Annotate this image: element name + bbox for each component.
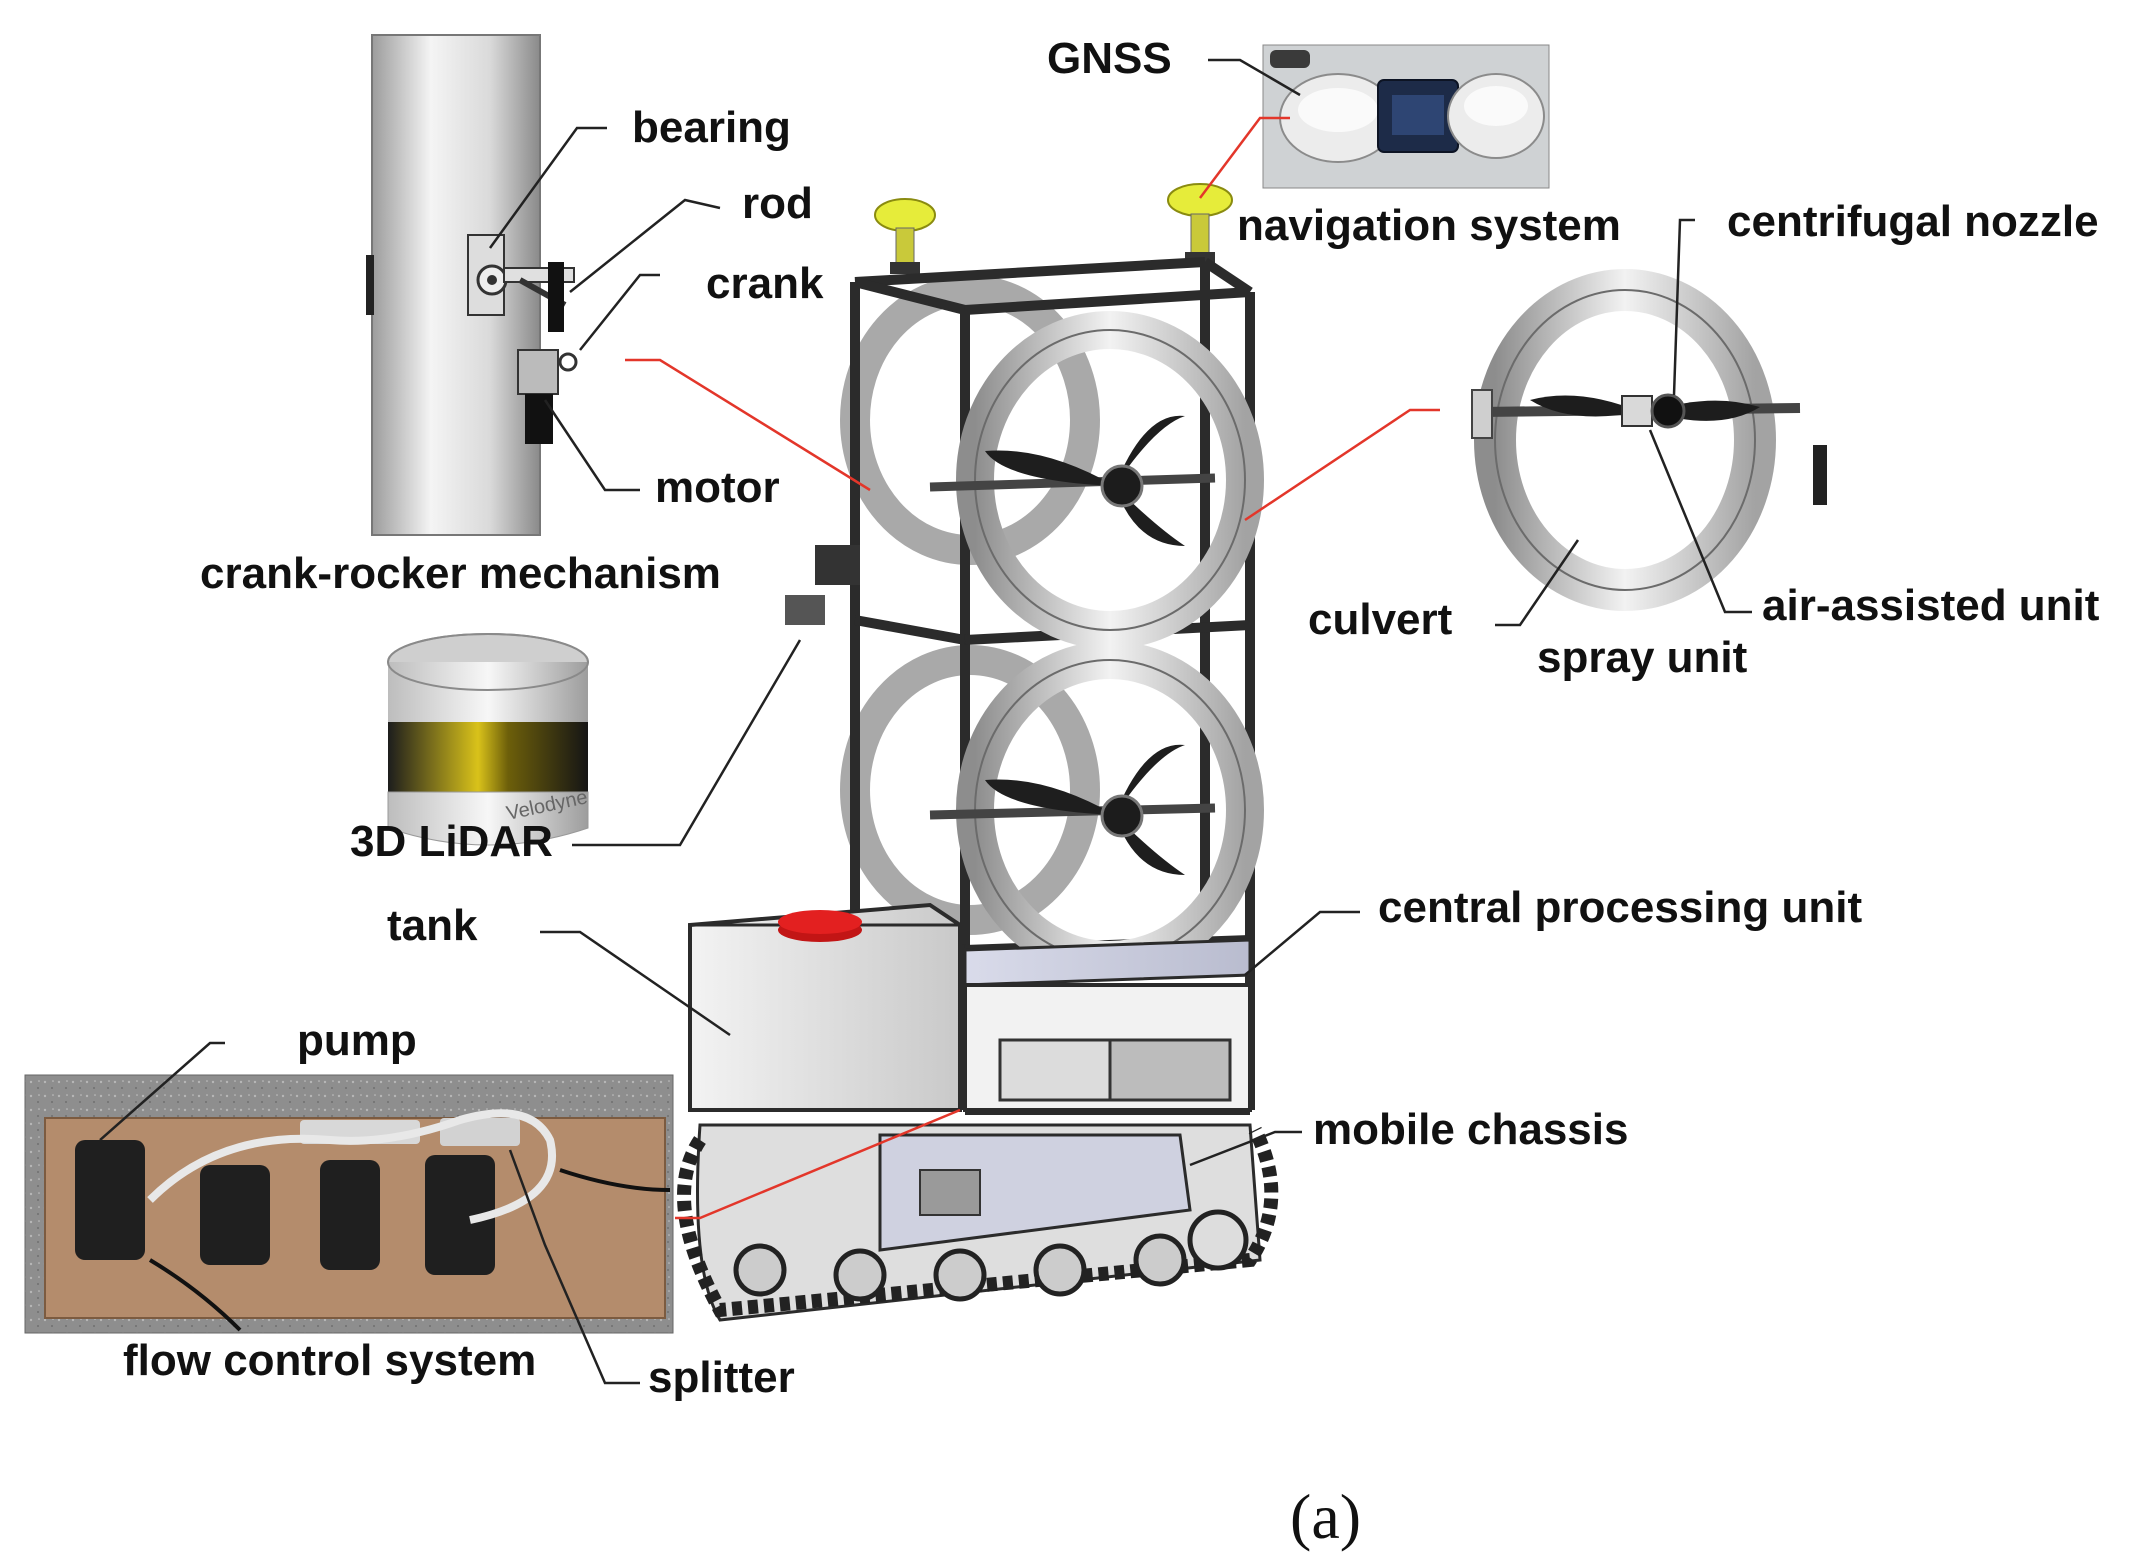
crank-rocker-drum-illustration: [366, 34, 578, 536]
leader-splitter: [508, 1149, 640, 1385]
label-navigation-system: navigation system: [1237, 201, 1621, 250]
label-splitter: splitter: [648, 1353, 795, 1402]
leader-navigation-red: [1199, 116, 1290, 199]
leader-tank: [540, 930, 731, 1037]
leader-motor: [543, 399, 640, 492]
leader-culvert: [1495, 539, 1580, 627]
lidar-illustration: Velodyne: [387, 633, 590, 846]
leader-flow-control-red: [675, 1108, 961, 1220]
figure-caption: (a): [1290, 1481, 1361, 1552]
label-pump: pump: [297, 1016, 417, 1065]
label-3d-lidar: 3D LiDAR: [350, 817, 553, 866]
leader-lidar: [572, 639, 802, 847]
leader-air-assisted: [1648, 429, 1752, 614]
leader-gnss: [1208, 58, 1301, 97]
leader-chassis: [1189, 1130, 1302, 1167]
leader-spray-unit-red: [1244, 408, 1440, 522]
label-flow-control-system: flow control system: [123, 1336, 536, 1385]
label-spray-unit: spray unit: [1537, 633, 1748, 682]
label-culvert: culvert: [1308, 595, 1453, 644]
label-centrifugal-nozzle: centrifugal nozzle: [1727, 197, 2099, 246]
label-crank-rocker-mechanism: crank-rocker mechanism: [200, 549, 721, 598]
label-tank: tank: [387, 901, 478, 950]
label-motor: motor: [655, 463, 780, 512]
leader-centrifugal-nozzle: [1672, 218, 1695, 396]
label-central-processing-unit: central processing unit: [1378, 883, 1862, 932]
label-gnss: GNSS: [1047, 34, 1172, 83]
leader-crank-rocker-red: [625, 358, 871, 492]
label-rod: rod: [742, 179, 813, 228]
label-air-assisted-unit: air-assisted unit: [1762, 581, 2100, 630]
leader-cpu: [1244, 910, 1360, 976]
leader-rod: [569, 198, 721, 293]
leader-bearing: [488, 126, 607, 249]
label-mobile-chassis: mobile chassis: [1313, 1105, 1628, 1154]
spray-unit-illustration: [1471, 269, 1827, 611]
label-bearing: bearing: [632, 103, 791, 152]
leader-lines: [99, 58, 1752, 1385]
leader-crank: [579, 273, 660, 351]
label-crank: crank: [706, 259, 824, 308]
gnss-photo: [1262, 44, 1550, 189]
leader-pump: [99, 1041, 225, 1141]
flow-control-photo: [24, 1074, 674, 1334]
robot-frame-illustration: [677, 183, 1279, 1322]
